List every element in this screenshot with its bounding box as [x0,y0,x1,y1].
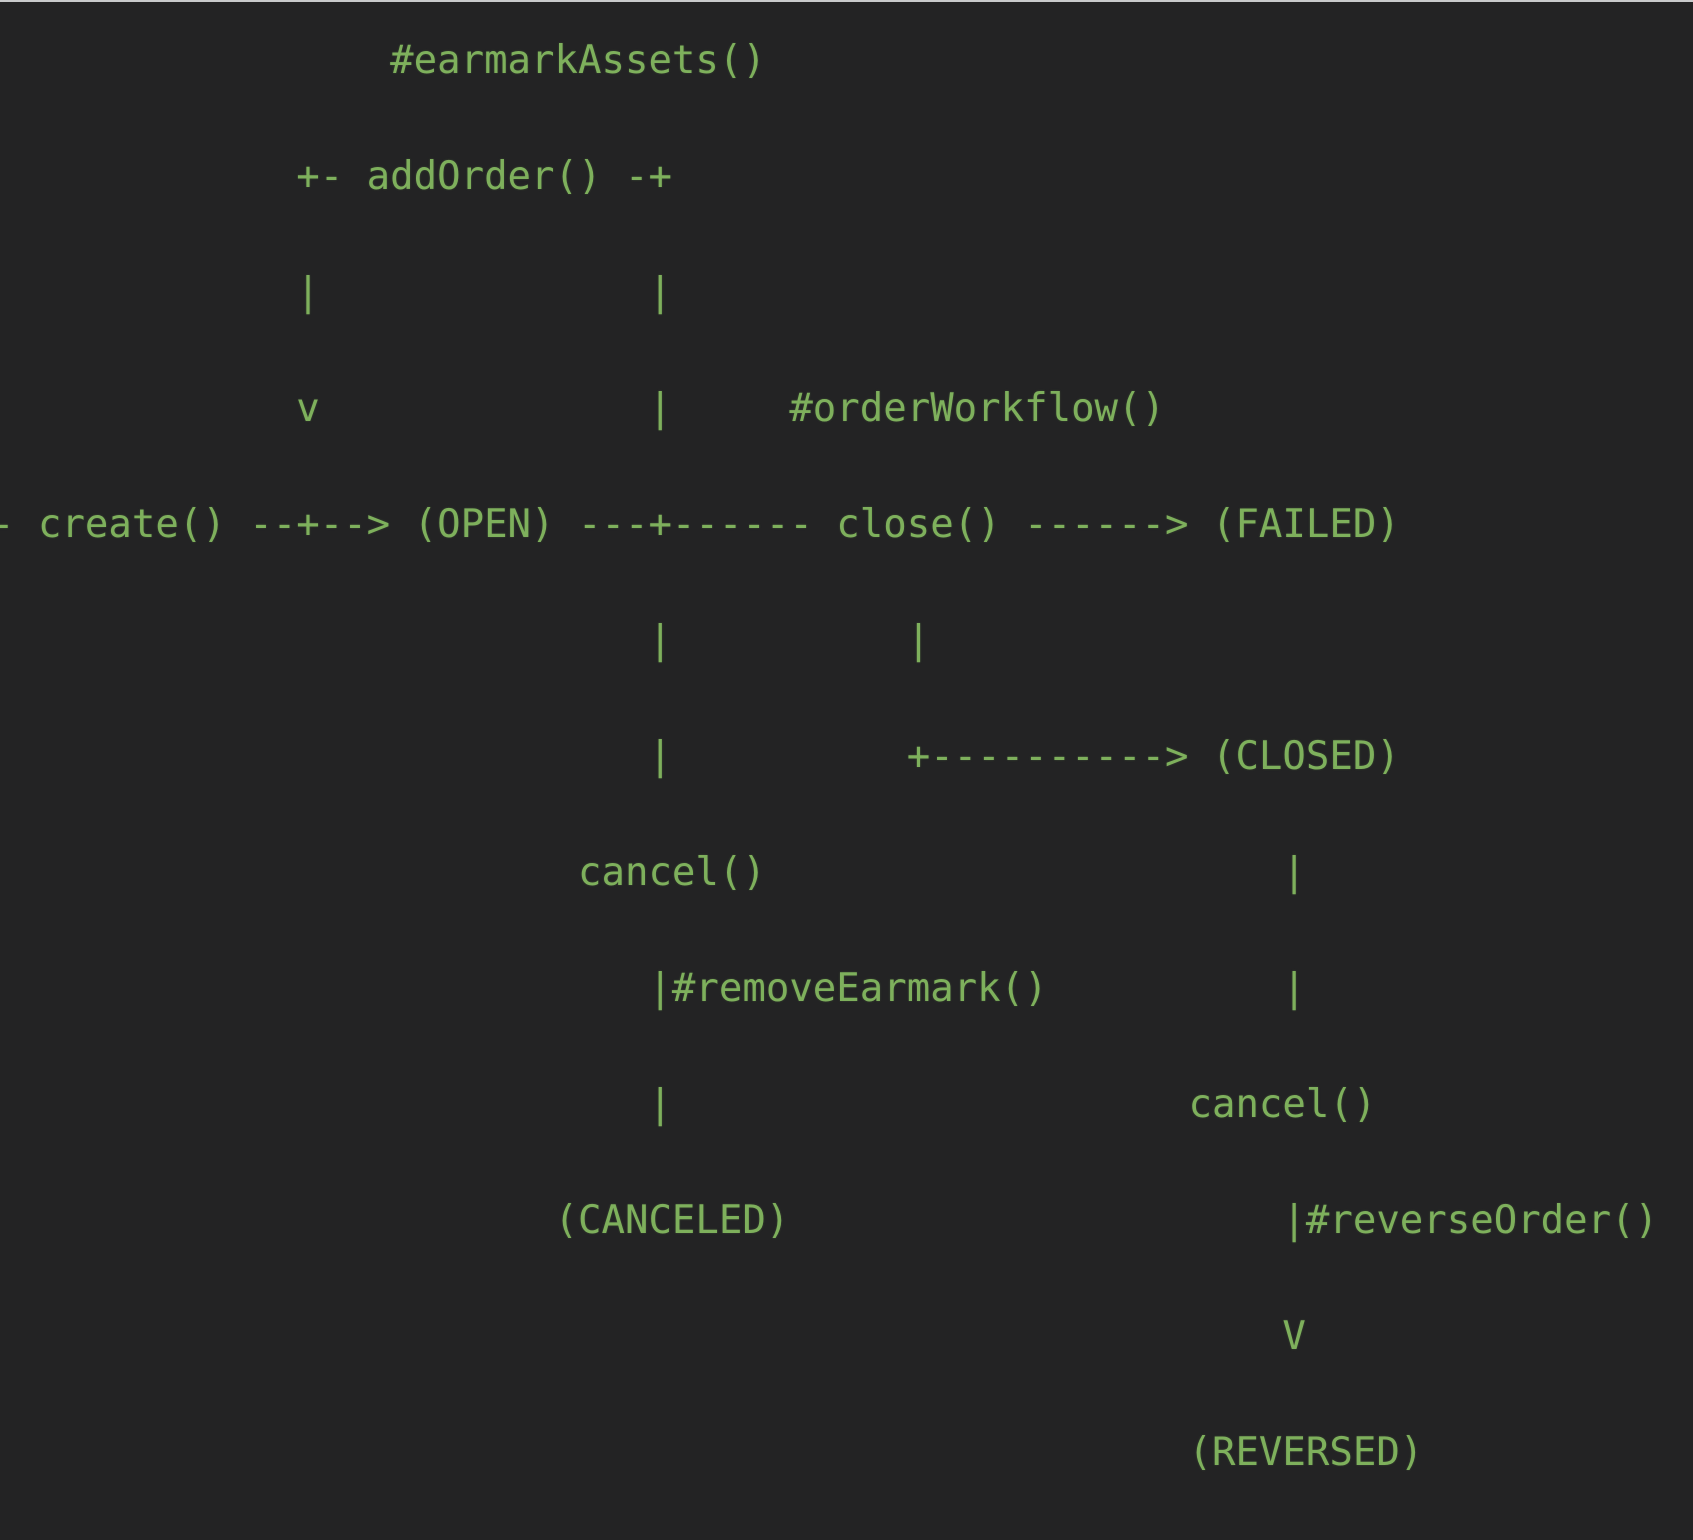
ascii-state-diagram: #earmarkAssets() +- addOrder() -+ | | v … [0,32,1658,1540]
ascii-line-reversed-state: (REVERSED) [0,1430,1424,1475]
ascii-line-connectors-1: | | [0,270,672,315]
ascii-line-cancel-left: cancel() | [0,850,1306,895]
ascii-line-arrowhead-v: V [0,1314,1306,1359]
ascii-line-main-create-open-close-failed: - create() --+--> (OPEN) ---+------ clos… [0,502,1400,547]
top-edge-highlight [0,0,1693,2]
ascii-line-closed-state-arrow: | +----------> (CLOSED) [0,734,1400,779]
ascii-line-earmark-assets-callback: #earmarkAssets() [0,38,766,83]
ascii-line-order-workflow-callback: v | #orderWorkflow() [0,386,1165,431]
ascii-line-cancel-right: | cancel() [0,1082,1377,1127]
ascii-line-canceled-state-reverse-order-callback: (CANCELED) |#reverseOrder() [0,1198,1659,1243]
ascii-line-add-order-transition: +- addOrder() -+ [0,154,672,199]
ascii-line-remove-earmark-callback: |#removeEarmark() | [0,966,1306,1011]
ascii-line-connectors-2: | | [0,618,931,663]
